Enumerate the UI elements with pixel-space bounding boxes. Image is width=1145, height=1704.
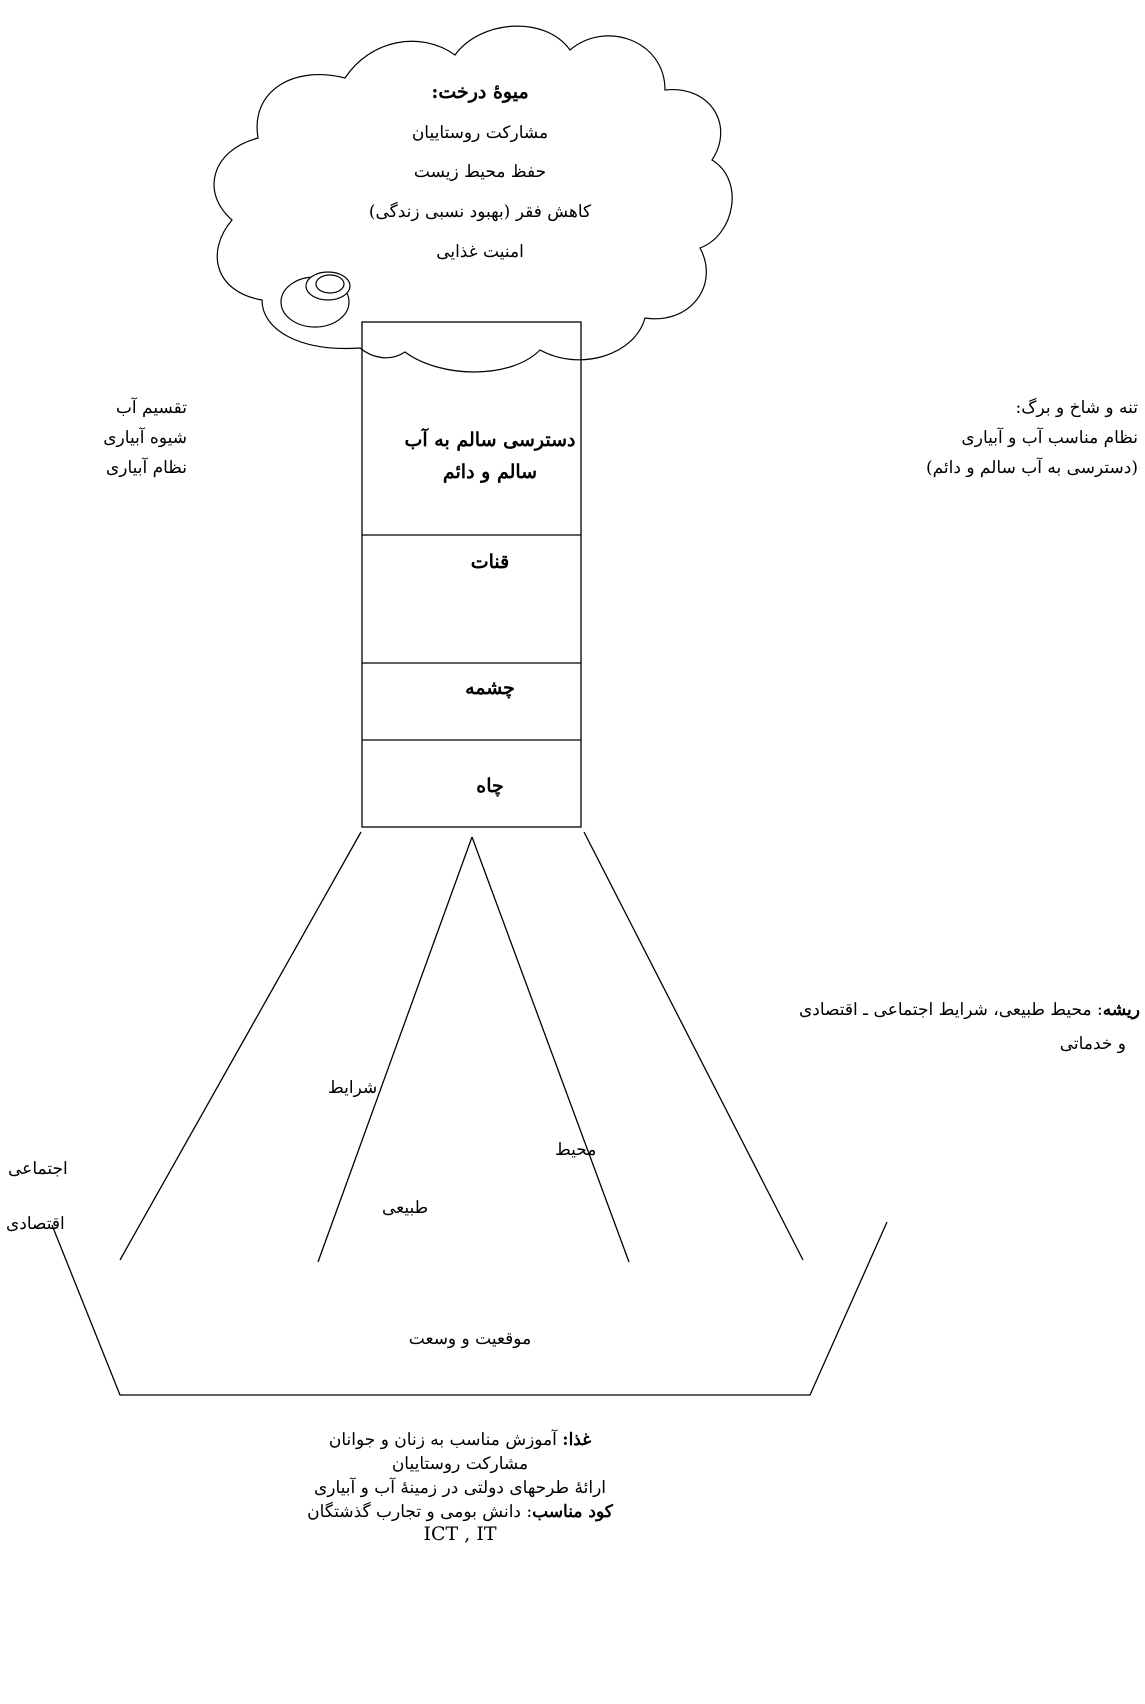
root-line-1 (119, 831, 362, 1261)
root-line-3 (471, 836, 630, 1263)
root-heading-line2: و خدماتی (1059, 1034, 1126, 1054)
cloud-line: مشارکت روستاییان (411, 123, 549, 143)
root-label-eqtesadi: اقتصادی (6, 1214, 65, 1234)
right-label: تنه و شاخ و برگ: (1015, 398, 1138, 418)
root-label-ejtemaei: اجتماعی (8, 1159, 68, 1179)
trunk-box (361, 321, 582, 828)
root-location-label: موقعیت و وسعت (408, 1329, 532, 1349)
cloud-title: میوهٔ درخت: (431, 81, 529, 103)
cloud-line: امنیت غذایی (436, 242, 524, 262)
right-label: (دسترسی به آب سالم و دائم) (925, 458, 1138, 478)
root-label-tabiei: طبیعی (382, 1198, 429, 1218)
trunk-qanat-label: قنات (470, 551, 510, 573)
cloud-line: حفظ محیط زیست (413, 162, 547, 182)
root-line-4 (583, 831, 804, 1261)
bottom-line: ICT , IT (423, 1523, 497, 1545)
root-label-mohit: محیط (555, 1140, 597, 1160)
bottom-food-line: غذا: آموزش مناسب به زنان و جوانان (250, 1428, 670, 1452)
bottom-line: ارائهٔ طرحهای دولتی در زمینهٔ آب و آبیار… (313, 1478, 606, 1498)
trunk-spring-label: چشمه (465, 677, 515, 699)
left-label: نظام آبیاری (105, 458, 187, 478)
trunk-top-label: دسترسی سالم به آب سالم و دائم (404, 429, 576, 483)
bottom-food-bold: غذا: (562, 1430, 592, 1450)
left-label: تقسیم آب (115, 398, 187, 418)
trunk-well-label: چاه (476, 775, 504, 797)
bottom-food-text: آموزش مناسب به زنان و جوانان (328, 1430, 563, 1450)
cloud-line: کاهش فقر (بهبود نسبی زندگی) (368, 202, 592, 222)
bottom-fertilizer-text: : دانش بومی و تجارب گذشتگان (307, 1502, 533, 1522)
root-line-2 (317, 836, 473, 1263)
bottom-fertilizer-line: کود مناسب: دانش بومی و تجارب گذشتگان (250, 1500, 670, 1524)
root-heading-bold: ریشه (1102, 1000, 1140, 1020)
root-heading: ریشه: محیط طبیعی، شرایط اجتماعی ـ اقتصاد… (700, 998, 1140, 1022)
bottom-fertilizer-bold: کود مناسب (532, 1502, 613, 1522)
bottom-line: مشارکت روستاییان (391, 1454, 529, 1474)
root-label-sharayet: شرایط (328, 1078, 378, 1098)
root-heading-text: : محیط طبیعی، شرایط اجتماعی ـ اقتصادی (798, 1000, 1103, 1020)
right-label: نظام مناسب آب و آبیاری (961, 428, 1138, 448)
left-label: شیوه آبیاری (103, 428, 187, 448)
cloud-small-bubble-core (315, 274, 345, 294)
root-base (51, 1221, 888, 1396)
